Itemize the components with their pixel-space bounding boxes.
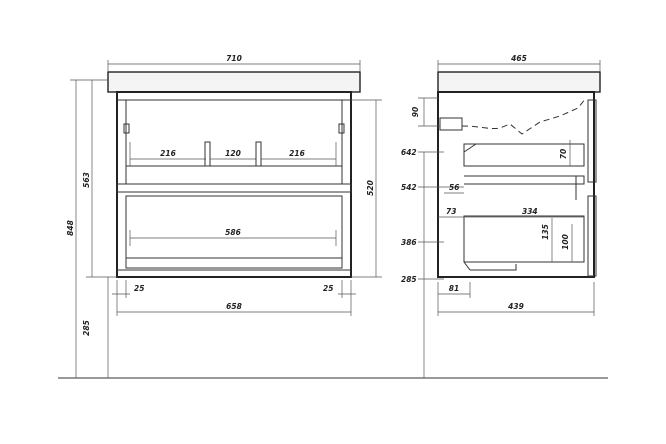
side-countertop [437,71,601,93]
dim-offset-56: 56 [449,183,459,192]
front-shelf-bracket-left [204,141,211,167]
dim-level-285: 285 [401,275,417,284]
dim-bottom-depth: 439 [508,302,524,311]
side-cabinet-body [437,91,595,278]
front-lower-drawer [125,195,343,269]
dim-pipe-height: 90 [411,107,420,117]
dim-shelf-gap: 120 [225,149,241,158]
front-view: 710 216 120 216 586 25 25 658 [66,54,382,378]
dim-drawer-depth: 334 [522,207,538,216]
dim-level-386: 386 [401,238,417,247]
side-middle-drawer [464,175,585,185]
side-siphon [439,117,463,131]
dim-top-depth: 465 [511,54,527,63]
dim-lower-inner-height: 100 [561,234,570,250]
dim-mount-height: 285 [82,320,91,336]
dim-cabinet-height: 520 [366,180,375,196]
dim-base-offset: 81 [449,284,459,293]
dim-level-542: 542 [401,183,417,192]
dim-lower-drawer-height: 135 [541,224,550,240]
side-view: 90 642 542 386 285 70 56 73 334 135 100 … [401,54,601,378]
dim-drawer-inner: 586 [225,228,241,237]
dim-side-right: 25 [323,284,333,293]
dim-total-height: 848 [66,220,75,236]
front-shelf-bracket-right [255,141,262,167]
dim-shelf-right: 216 [289,149,305,158]
dim-offset-73: 73 [446,207,456,216]
front-hinge-right [338,123,345,134]
dim-level-642: 642 [401,148,417,157]
side-lower-door [587,195,597,277]
front-hinge-left [123,123,130,134]
front-countertop [107,71,361,93]
front-middle-rail [116,183,352,193]
side-upper-drawer [463,143,585,167]
dim-top-width: 710 [226,54,242,63]
dim-shelf-left: 216 [160,149,176,158]
side-base-profile [470,264,517,271]
dim-side-left: 25 [134,284,144,293]
side-lower-drawer [463,215,585,263]
dim-body-height: 563 [82,172,91,188]
dim-bottom-width: 658 [226,302,242,311]
side-upper-door [587,99,597,183]
dim-upper-drawer-height: 70 [559,149,568,159]
side-sink-profile [461,97,587,135]
